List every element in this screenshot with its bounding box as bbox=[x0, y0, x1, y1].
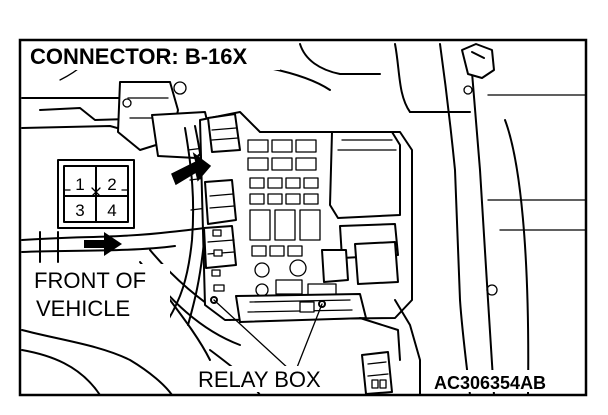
relay-box-leader-line-icon bbox=[213, 299, 291, 371]
front-direction-arrow-icon bbox=[84, 232, 122, 256]
connector-title: CONNECTOR: B-16X bbox=[30, 44, 248, 69]
figure-border bbox=[18, 38, 588, 397]
pin-1-label: 1 bbox=[75, 175, 84, 194]
relay-box bbox=[199, 111, 421, 396]
connector-pinout bbox=[57, 159, 135, 229]
figure-code-background bbox=[430, 370, 584, 392]
pin-3-label: 3 bbox=[75, 201, 84, 220]
front-label-background bbox=[30, 264, 170, 324]
relay-label-background bbox=[196, 366, 336, 392]
title-background bbox=[22, 42, 280, 70]
body-structure bbox=[394, 43, 587, 396]
pin-2-label: 2 bbox=[107, 175, 116, 194]
figure-code: AC306354AB bbox=[434, 373, 546, 393]
pin-4-label: 4 bbox=[107, 201, 116, 220]
relay-box-label: RELAY BOX bbox=[198, 367, 321, 392]
lower-connector bbox=[361, 351, 393, 395]
vehicle-label: VEHICLE bbox=[36, 296, 130, 321]
connector-arrow-icon bbox=[171, 152, 212, 186]
front-of-label: FRONT OF bbox=[34, 268, 146, 293]
relay-box-leader-line-icon bbox=[295, 303, 323, 371]
